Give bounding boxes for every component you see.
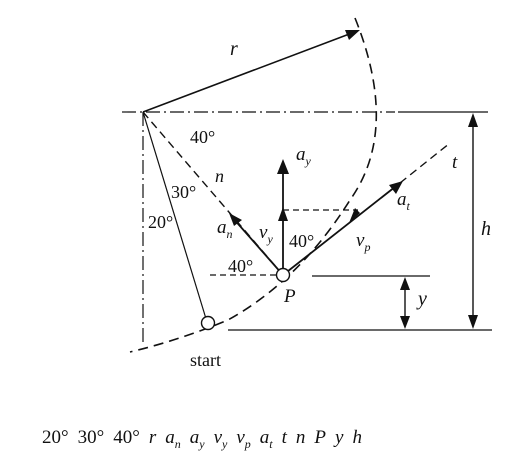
tangent-velocity-arrowhead xyxy=(349,208,360,223)
normal-direction-line xyxy=(142,111,284,276)
footer-symbol-subscript: y xyxy=(199,436,205,451)
start-point-marker xyxy=(200,315,216,331)
footer-symbol: P xyxy=(314,427,326,448)
label-angle-30: 30° xyxy=(171,182,196,202)
footer-symbol-subscript: y xyxy=(222,436,228,451)
footer-symbol: 40° xyxy=(113,427,140,448)
h-dimension-arrow-up xyxy=(468,113,478,127)
footer-symbol: 20° xyxy=(42,427,69,448)
label-angle-40-p-left: 40° xyxy=(228,256,253,276)
h-dimension-arrow-down xyxy=(468,315,478,329)
footer-symbol: r xyxy=(148,427,157,448)
label-y: y xyxy=(416,288,427,310)
footer-symbol-subscript: n xyxy=(174,436,181,451)
vertical-acceleration-arrowhead xyxy=(277,159,289,174)
radius-arrowhead xyxy=(345,30,360,40)
footer-symbol: at xyxy=(259,427,273,451)
footer-symbol: an xyxy=(165,427,181,451)
label-angle-20: 20° xyxy=(148,212,173,232)
label-a-t: at xyxy=(397,189,411,213)
footer-symbol-subscript: t xyxy=(269,436,273,451)
point-p-marker xyxy=(275,267,291,283)
normal-acceleration-arrow xyxy=(231,216,284,276)
label-v-y: vy xyxy=(259,222,273,246)
label-h: h xyxy=(481,218,491,240)
label-angle-40-top: 40° xyxy=(190,127,215,147)
tangent-acceleration-arrowhead xyxy=(389,181,403,194)
y-dimension-arrow-down xyxy=(400,316,410,329)
footer-symbol: vy xyxy=(213,427,228,451)
vertical-velocity-arrowhead xyxy=(278,207,288,221)
footer-symbol: vp xyxy=(236,427,251,451)
label-v-p: vp xyxy=(356,230,370,254)
tangent-direction-line xyxy=(399,142,451,184)
circular-path-arc xyxy=(129,17,378,353)
normal-acceleration-arrowhead xyxy=(229,213,242,226)
label-n: n xyxy=(215,166,224,186)
pendulum-start-line xyxy=(142,111,208,323)
label-P: P xyxy=(283,286,296,307)
radius-line xyxy=(142,32,353,113)
label-a-n: an xyxy=(217,217,233,241)
label-angle-40-p-right: 40° xyxy=(289,231,314,251)
label-a-y: ay xyxy=(296,144,312,168)
label-r: r xyxy=(230,38,238,60)
label-t: t xyxy=(452,152,458,173)
footer-symbol: ay xyxy=(189,427,205,451)
footer-symbol: n xyxy=(295,427,306,448)
footer-symbol-subscript: p xyxy=(244,436,251,451)
label-start: start xyxy=(190,350,221,370)
tangent-velocity-arrow xyxy=(282,182,401,276)
footer-symbol: y xyxy=(335,427,344,448)
footer-symbol: 30° xyxy=(77,427,105,448)
footer-symbol: t xyxy=(281,427,287,448)
footer-symbol: h xyxy=(352,427,362,448)
y-dimension-arrow-up xyxy=(400,277,410,290)
